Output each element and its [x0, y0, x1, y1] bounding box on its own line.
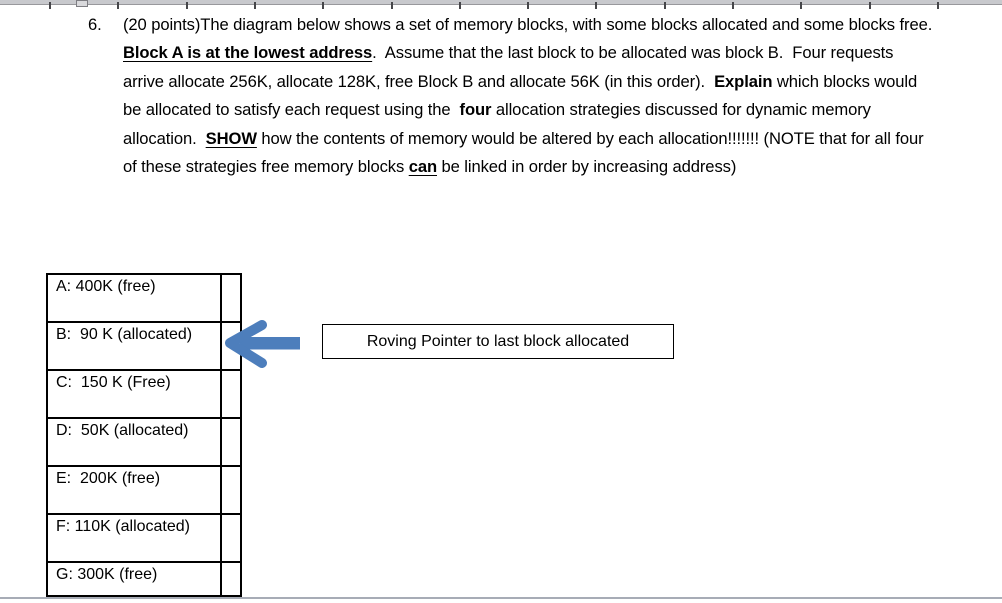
table-row: E: 200K (free)	[48, 467, 240, 515]
text-segment: . Assume that the last block to be alloc…	[123, 43, 898, 91]
ruler-tick	[936, 2, 939, 9]
question-item: 6. (20 points)The diagram below shows a …	[88, 11, 933, 182]
block-spare-cell	[220, 419, 240, 465]
ruler-strip	[0, 0, 1002, 9]
block-label-cell: F: 110K (allocated)	[56, 518, 190, 535]
left-arrow-icon	[225, 320, 300, 368]
block-label-cell: C: 150 K (Free)	[56, 374, 171, 391]
table-row: F: 110K (allocated)	[48, 515, 240, 563]
text-segment: (20 points)The diagram below shows a set…	[123, 15, 937, 34]
ruler-tick	[185, 2, 188, 9]
ruler-tick	[49, 2, 51, 9]
table-row: A: 400K (free)	[48, 275, 240, 323]
block-spare-cell	[220, 323, 240, 369]
ruler-tick	[322, 2, 325, 9]
table-row: C: 150 K (Free)	[48, 371, 240, 419]
table-row: D: 50K (allocated)	[48, 419, 240, 467]
text-segment: which blocks would be allocated to satis…	[123, 71, 922, 120]
block-label-cell: B: 90 K (allocated)	[56, 326, 193, 343]
table-row: B: 90 K (allocated)	[48, 323, 240, 371]
ruler-tick	[458, 2, 461, 9]
ruler-tick	[595, 2, 598, 9]
text-segment: four	[459, 100, 492, 120]
indent-marker-icon[interactable]	[76, 0, 88, 7]
text-segment: allocation strategies discussed for dyna…	[123, 100, 876, 148]
ruler-tick	[663, 2, 666, 9]
page-bottom-divider	[0, 597, 1002, 599]
memory-table: A: 400K (free) B: 90 K (allocated) C: 150 …	[46, 273, 242, 597]
text-segment: be linked in order by increasing address…	[437, 157, 737, 177]
roving-pointer-label-box: Roving Pointer to last block allocated	[322, 324, 674, 359]
block-label-cell: E: 200K (free)	[56, 470, 161, 487]
text-segment: Explain	[714, 71, 773, 91]
text-segment: how the contents of memory would be alte…	[123, 128, 929, 177]
block-label-cell: D: 50K (allocated)	[56, 422, 189, 439]
question-text: (20 points)The diagram below shows a set…	[123, 11, 933, 182]
ruler-tick	[253, 2, 256, 9]
text-segment: can	[408, 157, 437, 177]
block-label-cell: A: 400K (free)	[56, 278, 156, 295]
ruler-tick	[868, 2, 871, 9]
ruler-tick	[117, 2, 120, 9]
ruler-tick	[390, 2, 393, 9]
roving-pointer-label: Roving Pointer to last block allocated	[366, 332, 630, 350]
block-label-cell: G: 300K (free)	[56, 566, 158, 583]
ruler-tick	[732, 2, 734, 9]
ruler-tick	[527, 2, 530, 9]
question-number: 6.	[88, 15, 102, 34]
block-spare-cell	[220, 275, 240, 321]
block-spare-cell	[220, 467, 240, 513]
block-spare-cell	[220, 515, 240, 561]
table-row: G: 300K (free)	[48, 563, 240, 595]
text-segment: SHOW	[205, 128, 257, 148]
block-spare-cell	[220, 371, 240, 417]
ruler-tick	[800, 2, 803, 9]
block-spare-cell	[220, 563, 240, 595]
text-segment: Block A is at the lowest address	[123, 43, 373, 63]
